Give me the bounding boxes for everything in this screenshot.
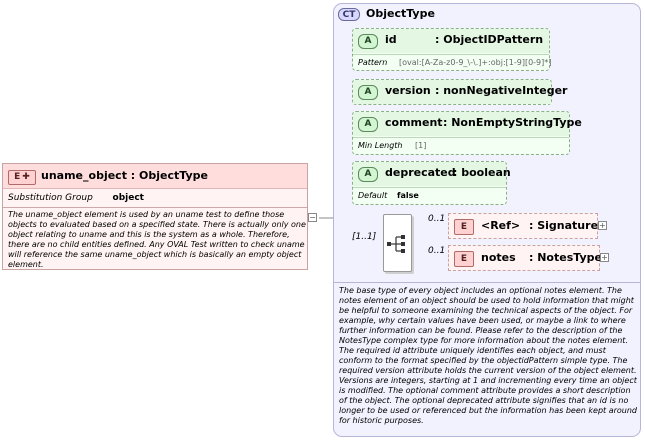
complex-type-title: ObjectType: [366, 7, 435, 20]
attribute-comment[interactable]: A comment : NonEmptyStringType Min Lengt…: [352, 111, 582, 155]
divider: [3, 207, 307, 208]
child-badge: E: [454, 251, 474, 267]
attribute-name: comment: [385, 116, 443, 129]
child-name: notes: [481, 251, 516, 264]
child-element-notes[interactable]: E notes : NotesType: [448, 245, 602, 271]
child-name: <Ref>: [481, 219, 521, 232]
divider: [353, 137, 569, 138]
facet-label: Default: [358, 191, 388, 200]
collapse-toggle[interactable]: −: [308, 213, 317, 222]
child-type: : Signature: [529, 219, 599, 232]
sequence-compositor[interactable]: [383, 214, 412, 272]
attribute-deprecated[interactable]: A deprecated : boolean Default false: [352, 161, 511, 205]
child-element-signature[interactable]: E <Ref> : Signature: [448, 213, 598, 239]
attribute-type: : nonNegativeInteger: [435, 84, 568, 97]
divider: [333, 282, 641, 283]
child-type: : NotesType: [529, 251, 602, 264]
plus-icon: +: [601, 253, 608, 262]
substitution-group-label: Substitution Group: [8, 193, 93, 203]
minus-icon: −: [309, 213, 316, 222]
attribute-badge: A: [358, 85, 378, 100]
substitution-group: Substitution Group object: [8, 193, 144, 203]
attribute-header: A version : nonNegativeInteger: [353, 80, 567, 104]
attribute-header: A id : ObjectIDPattern: [353, 29, 549, 53]
element-title: uname_object : ObjectType: [41, 169, 208, 182]
element-uname-object[interactable]: E✚ uname_object : ObjectType Substitutio…: [2, 163, 308, 270]
attribute-badge: A: [358, 167, 378, 182]
complex-type-badge: CT: [338, 8, 360, 21]
plus-icon: ✚: [22, 172, 30, 182]
attribute-header: A deprecated : boolean: [353, 162, 511, 186]
expand-toggle[interactable]: +: [600, 253, 609, 262]
complex-type-documentation: The base type of every object includes a…: [339, 286, 638, 425]
element-documentation: The uname_object element is used by an u…: [8, 210, 306, 269]
facet-label: Min Length: [358, 141, 403, 150]
child-occurrence: 0..1: [428, 214, 446, 224]
attribute-name: deprecated: [385, 166, 456, 179]
attribute-name: version: [385, 84, 431, 97]
expand-toggle[interactable]: +: [598, 221, 607, 230]
child-occurrence: 0..1: [428, 246, 446, 256]
element-badge: E✚: [8, 170, 36, 185]
facet-value: false: [397, 191, 419, 200]
plus-icon: +: [599, 221, 606, 230]
attribute-type: : ObjectIDPattern: [435, 33, 544, 46]
facet-value: [oval:[A-Za-z0-9_\-\.]+:obj:[1-9][0-9]*]: [399, 58, 552, 67]
sequence-icon: [387, 235, 405, 253]
attribute-badge: A: [358, 34, 378, 49]
substitution-group-value: object: [112, 193, 144, 203]
child-badge: E: [454, 219, 474, 235]
attribute-type: : NonEmptyStringType: [443, 116, 582, 129]
divider: [353, 187, 506, 188]
sequence-occurrence: [1..1]: [352, 232, 377, 242]
attribute-version[interactable]: A version : nonNegativeInteger: [352, 79, 567, 105]
attribute-name: id: [385, 33, 397, 46]
attribute-badge: A: [358, 117, 378, 132]
attribute-id[interactable]: A id : ObjectIDPattern Pattern [oval:[A-…: [352, 28, 552, 71]
element-header: E✚ uname_object : ObjectType: [3, 164, 307, 189]
facet-value: [1]: [415, 141, 427, 150]
divider: [353, 54, 549, 55]
facet-label: Pattern: [358, 58, 388, 67]
attribute-header: A comment : NonEmptyStringType: [353, 112, 582, 136]
attribute-type: : boolean: [453, 166, 511, 179]
